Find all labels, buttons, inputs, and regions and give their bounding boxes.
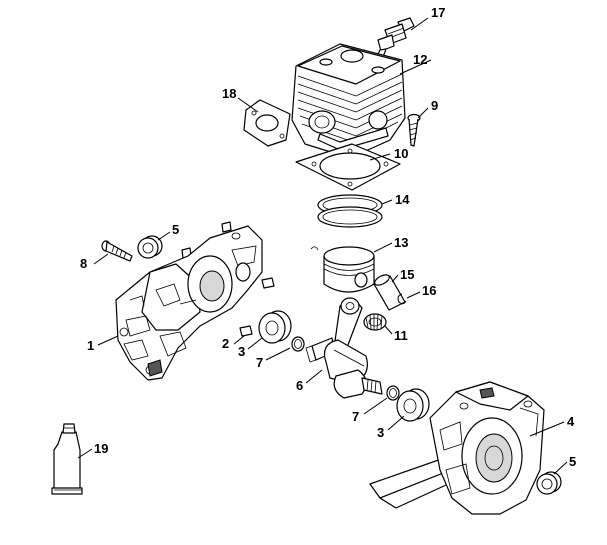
callout-labels: 17 12 18 9 10 14 5 8 13 15 16 11 1 2 3 7… — [80, 5, 576, 469]
callout-9: 9 — [431, 98, 438, 113]
intake-gasket-part — [243, 99, 291, 147]
oil-seal-5-lower-part — [536, 471, 562, 495]
spark-plug-part — [375, 17, 415, 61]
grease-tube-part — [51, 423, 83, 495]
callout-15: 15 — [400, 267, 414, 282]
crankcase-right-part — [369, 381, 545, 515]
leader-lines — [77, 17, 568, 475]
needle-cage-part — [363, 313, 387, 331]
callout-1: 1 — [87, 338, 94, 353]
cylinder-screw-part — [407, 113, 421, 147]
callout-8: 8 — [80, 256, 87, 271]
ring-7-lower-part — [386, 385, 400, 401]
bearing-3-upper-part — [258, 310, 292, 344]
callout-11: 11 — [394, 328, 408, 343]
piston-rings-part — [317, 194, 383, 228]
callout-17: 17 — [431, 5, 445, 20]
cylinder-part — [291, 43, 406, 159]
callout-3-upper: 3 — [238, 344, 245, 359]
crankcase-left-part — [115, 225, 263, 381]
piston-part — [310, 246, 375, 293]
callout-7-upper: 7 — [256, 355, 263, 370]
callout-3-lower: 3 — [377, 425, 384, 440]
crankshaft-part — [305, 297, 383, 399]
callout-14: 14 — [395, 192, 410, 207]
callout-16: 16 — [422, 283, 436, 298]
callout-4: 4 — [567, 414, 575, 429]
callout-2: 2 — [222, 336, 229, 351]
ring-7-upper-part — [291, 336, 305, 352]
callout-13: 13 — [394, 235, 408, 250]
callout-5-upper: 5 — [172, 222, 179, 237]
callout-19: 19 — [94, 441, 108, 456]
callout-12: 12 — [413, 52, 427, 67]
callout-5-lower: 5 — [569, 454, 576, 469]
callout-7-lower: 7 — [352, 409, 359, 424]
crankcase-screw-part — [101, 240, 133, 262]
dowel-sleeves-part — [181, 221, 275, 337]
callout-18: 18 — [222, 86, 236, 101]
circlip-part — [397, 293, 407, 305]
bearing-3-lower-part — [396, 388, 430, 422]
oil-seal-5-upper-part — [137, 235, 163, 259]
callout-10: 10 — [394, 146, 408, 161]
cylinder-gasket-part — [295, 143, 401, 191]
callout-6: 6 — [296, 378, 303, 393]
